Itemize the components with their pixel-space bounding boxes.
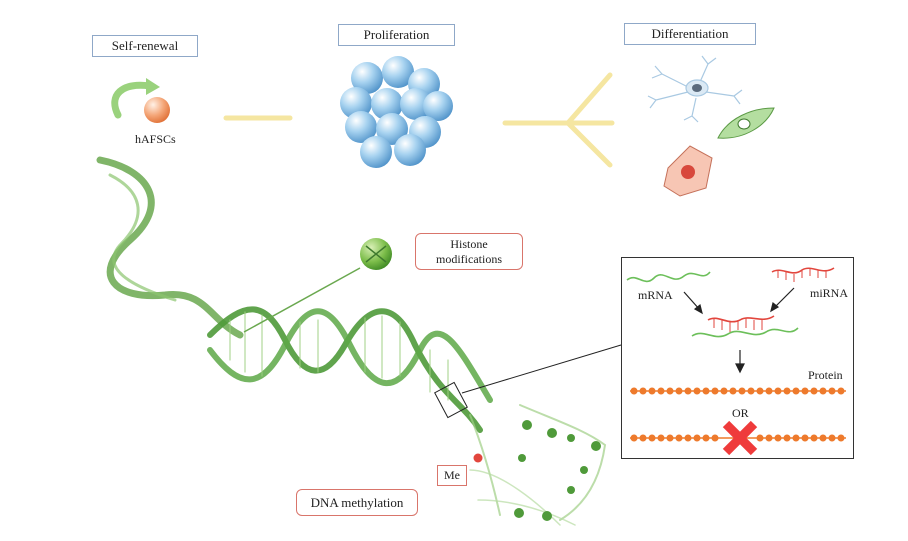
- blocked-protein-chain: [630, 434, 846, 442]
- hafsc-label: hAFSCs: [135, 132, 176, 146]
- methyl-tag: Me: [437, 465, 467, 486]
- histone-connector: [243, 267, 361, 333]
- mrna-strand: [626, 271, 711, 283]
- self-renewal-arrow: [111, 78, 160, 119]
- translation-arrow: [735, 350, 745, 374]
- stem-cell-icon: [144, 97, 170, 123]
- mirna-label: miRNA: [810, 286, 849, 300]
- mrna-mirna-duplex: [691, 315, 799, 338]
- histone-modifications-label: Histone modifications: [415, 233, 523, 270]
- neuron-cell-icon: [647, 55, 743, 123]
- epithelial-cell-icon: [663, 145, 713, 197]
- methyl-group-dot: [473, 453, 483, 463]
- muscle-cell-icon: [717, 107, 775, 139]
- protein-chain: [630, 387, 846, 395]
- differentiation-label: Differentiation: [624, 23, 756, 45]
- proliferating-cells-icon: [340, 56, 453, 168]
- branching-connector: [502, 72, 615, 168]
- block-x-icon: [722, 420, 758, 456]
- zoom-region: [434, 381, 468, 419]
- histone-icon: [360, 238, 392, 270]
- mrna-label: mRNA: [638, 288, 673, 302]
- mirna-regulation-panel: mRNA miRNA Protein OR: [621, 257, 854, 459]
- protein-label: Protein: [808, 368, 843, 382]
- dna-helix: [96, 156, 607, 526]
- proliferation-label: Proliferation: [338, 24, 455, 46]
- self-renewal-label: Self-renewal: [92, 35, 198, 57]
- mirna-strand: [771, 267, 835, 282]
- binding-arrows: [683, 287, 795, 315]
- panel-graphics: [626, 267, 846, 456]
- zoom-callout-line: [461, 344, 622, 394]
- dna-methylation-label: DNA methylation: [296, 489, 418, 516]
- or-label: OR: [732, 406, 749, 420]
